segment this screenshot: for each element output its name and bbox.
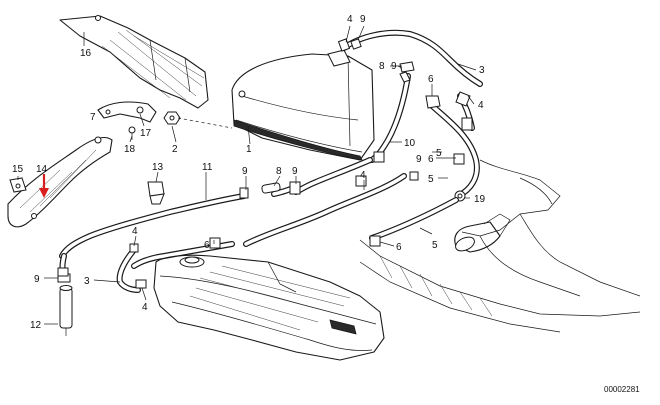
- label-5: 5: [428, 174, 434, 185]
- label-9: 9: [416, 154, 422, 165]
- clamp-13: [147, 181, 165, 205]
- label-3: 3: [479, 65, 485, 76]
- part-labels: 16 4 9 8 9 3 6 4 7 17 18 2 1 10 5 9 6 15…: [12, 14, 486, 331]
- hose-connector: [239, 181, 301, 199]
- clip-15: [9, 177, 27, 193]
- label-4: 4: [360, 170, 366, 181]
- label-4: 4: [478, 100, 484, 111]
- label-1: 1: [246, 144, 252, 155]
- nut: [163, 111, 181, 125]
- filler-vent-hose: [427, 93, 480, 199]
- body-floor-outline: [359, 159, 641, 333]
- hose-clamp: [425, 91, 473, 131]
- label-12: 12: [30, 320, 42, 331]
- label-4: 4: [347, 14, 353, 25]
- label-5: 5: [436, 148, 442, 159]
- leader-lines: [17, 25, 477, 325]
- label-14: 14: [36, 164, 48, 175]
- label-8: 8: [276, 166, 282, 177]
- mounting-axis: [177, 117, 233, 129]
- highlight-arrow: [39, 174, 49, 198]
- hose-clamp: [337, 38, 362, 52]
- label-16: 16: [80, 48, 92, 59]
- label-4: 4: [132, 226, 138, 237]
- fuel-tank: [153, 254, 385, 361]
- label-6: 6: [396, 242, 402, 253]
- label-9: 9: [360, 14, 366, 25]
- filler-neck-pipe: [454, 213, 511, 253]
- reference-number: 00002281: [604, 385, 640, 394]
- label-6: 6: [428, 154, 434, 165]
- label-9: 9: [391, 61, 397, 72]
- label-13: 13: [152, 162, 164, 173]
- label-5: 5: [432, 240, 438, 251]
- label-18: 18: [124, 144, 136, 155]
- label-8: 8: [379, 61, 385, 72]
- label-11: 11: [202, 162, 213, 173]
- expansion-tank: [231, 49, 375, 161]
- label-10: 10: [404, 138, 416, 149]
- label-3: 3: [84, 276, 90, 287]
- label-6: 6: [428, 74, 434, 85]
- hose-clamp: [57, 151, 465, 289]
- label-4: 4: [142, 302, 148, 313]
- connector-piece: [399, 61, 415, 83]
- heat-shield: [59, 15, 209, 109]
- label-15: 15: [12, 164, 24, 175]
- label-2: 2: [172, 144, 178, 155]
- support-bracket: [97, 101, 157, 123]
- label-9: 9: [34, 274, 40, 285]
- label-17: 17: [140, 128, 152, 139]
- label-19: 19: [474, 194, 486, 205]
- label-9: 9: [292, 166, 298, 177]
- label-9: 9: [242, 166, 248, 177]
- screw: [128, 126, 136, 140]
- label-7: 7: [90, 112, 96, 123]
- label-6: 6: [204, 240, 210, 251]
